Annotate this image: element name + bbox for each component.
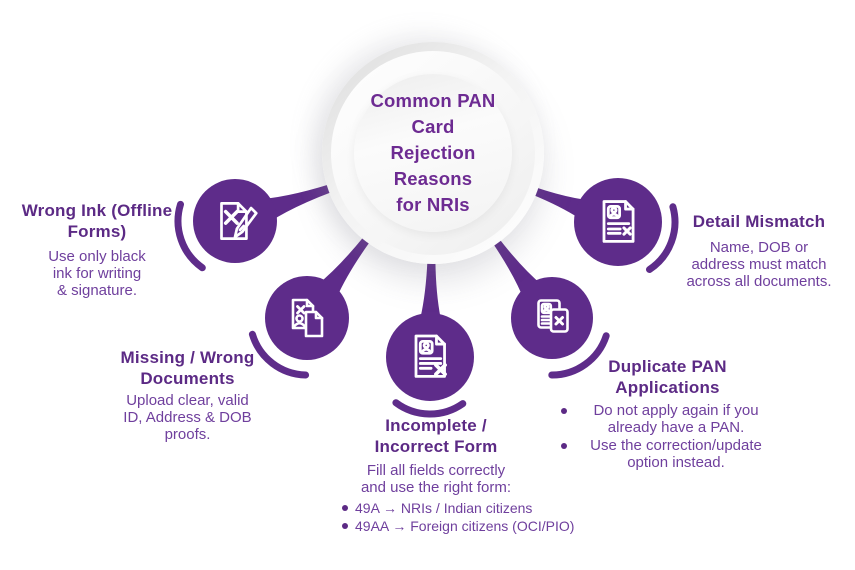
arc-incomplete-form — [392, 399, 467, 418]
section-bullet-list: 49A → NRIs / Indian citizens 49AA → Fore… — [330, 501, 574, 533]
section-heading: Incomplete / Incorrect Form — [374, 416, 498, 456]
center-circle: Common PAN Card Rejection Reasons for NR… — [322, 42, 544, 264]
section-heading: Wrong Ink (Offline Forms) — [21, 201, 173, 241]
bullet-item: Do not apply again if you already have a… — [555, 402, 780, 436]
section-heading: Missing / Wrong Documents — [120, 348, 255, 388]
section-heading: Duplicate PAN Applications — [608, 357, 727, 397]
section-heading: Detail Mismatch — [692, 212, 826, 231]
document-person-lines-x-icon — [602, 200, 635, 243]
documents-person-x-icon — [291, 298, 324, 338]
center-circle-ring: Common PAN Card Rejection Reasons for NR… — [331, 51, 535, 255]
bullet-dot-icon — [342, 505, 348, 511]
node-missing-documents — [265, 276, 349, 360]
page-title-line: for NRIs — [396, 194, 470, 215]
bullet-dot-icon — [342, 523, 348, 529]
node-detail-mismatch — [574, 178, 662, 266]
section-missing-documents: Missing / Wrong Documents Upload clear, … — [95, 347, 280, 443]
section-bullet-list: Do not apply again if you already have a… — [555, 402, 780, 471]
arc-wrong-ink — [174, 200, 206, 272]
page-title: Common PAN Card Rejection Reasons for NR… — [354, 88, 512, 218]
section-body: Use only black ink for writing & signatu… — [48, 248, 146, 299]
bullet-dot-icon — [561, 408, 567, 414]
bullet-dot-icon — [561, 443, 567, 449]
node-duplicate-pan — [511, 277, 593, 359]
page-title-line: Common PAN Card — [370, 90, 496, 137]
document-x-pen-icon — [220, 201, 258, 241]
arc-detail-mismatch — [646, 203, 679, 273]
node-wrong-ink — [193, 179, 277, 263]
page-title-line: Rejection Reasons — [390, 142, 476, 189]
bullet-item: Use the correction/update option instead… — [555, 437, 780, 471]
bullet-item: 49A → NRIs / Indian citizens — [342, 501, 542, 515]
bullet-item: 49AA → Foreign citizens (OCI/PIO) — [342, 519, 574, 533]
form-person-x-icon — [414, 334, 447, 378]
section-wrong-ink: Wrong Ink (Offline Forms) Use only black… — [8, 200, 186, 299]
section-body: Upload clear, valid ID, Address & DOB pr… — [123, 392, 252, 443]
section-duplicate-pan: Duplicate PAN Applications Do not apply … — [555, 356, 780, 471]
section-detail-mismatch: Detail Mismatch Name, DOB or address mus… — [670, 211, 848, 290]
id-cards-x-icon — [537, 299, 569, 333]
section-body: Name, DOB or address must match across a… — [686, 239, 832, 290]
center-circle-inner: Common PAN Card Rejection Reasons for NR… — [354, 74, 512, 232]
arc-missing-documents — [248, 330, 310, 379]
section-incomplete-form: Incomplete / Incorrect Form Fill all fie… — [330, 415, 574, 533]
section-body: Fill all fields correctly and use the ri… — [360, 462, 512, 496]
node-incomplete-form — [386, 313, 474, 401]
arc-duplicate-pan — [548, 332, 610, 379]
